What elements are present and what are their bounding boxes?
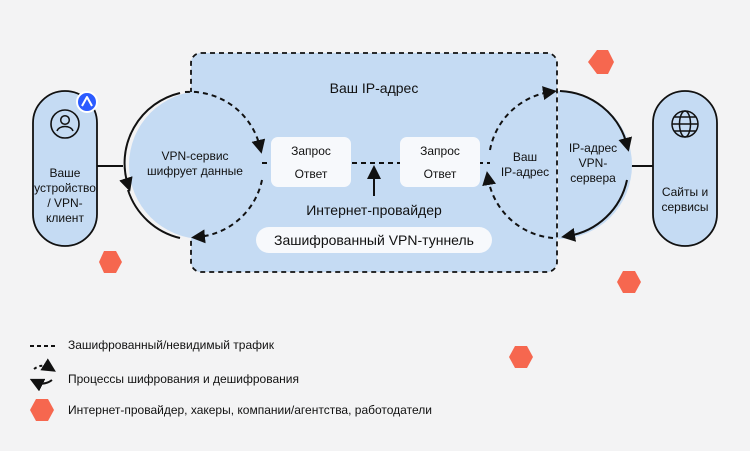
vpn-server-circle xyxy=(558,91,632,239)
decrypt-arrow-top xyxy=(489,86,557,151)
legend-dashed-text: Зашифрованный/невидимый трафик xyxy=(68,338,274,352)
sites-label: Сайты и сервисы xyxy=(661,185,709,214)
legend-hexagon-text: Интернет-провайдер, хакеры, компании/аге… xyxy=(68,403,432,417)
your-ip-small-label: Ваш IP-адрес xyxy=(500,150,550,179)
device-capsule xyxy=(32,90,98,247)
isp-label: Интернет-провайдер xyxy=(306,202,442,218)
device-label: Ваше устройство / VPN- клиент xyxy=(34,166,96,225)
vpn-service-label: VPN-сервис шифрует данные xyxy=(147,149,243,178)
your-ip-title: Ваш IP-адрес xyxy=(329,80,419,96)
sites-capsule xyxy=(652,90,718,247)
threat-hexagon-icon xyxy=(30,50,641,421)
vpn-badge-icon xyxy=(76,91,98,113)
request-response-left: Запрос Ответ xyxy=(271,137,351,187)
encrypt-arrow-bottom xyxy=(191,179,263,244)
vpn-service-circle xyxy=(129,91,203,239)
legend-arrows-icon xyxy=(29,358,56,392)
user-icon xyxy=(50,109,80,139)
decrypt-arrow-bottom xyxy=(482,171,554,239)
tunnel-label: Зашифрованный VPN-туннель xyxy=(256,227,492,253)
request-response-right: Запрос Ответ xyxy=(400,137,480,187)
legend-arrows-text: Процессы шифрования и дешифрования xyxy=(68,372,299,386)
globe-icon xyxy=(671,110,699,138)
vpn-server-ip-label: IP-адрес VPN- сервера xyxy=(568,141,618,185)
encrypt-arrow-top xyxy=(184,90,266,154)
